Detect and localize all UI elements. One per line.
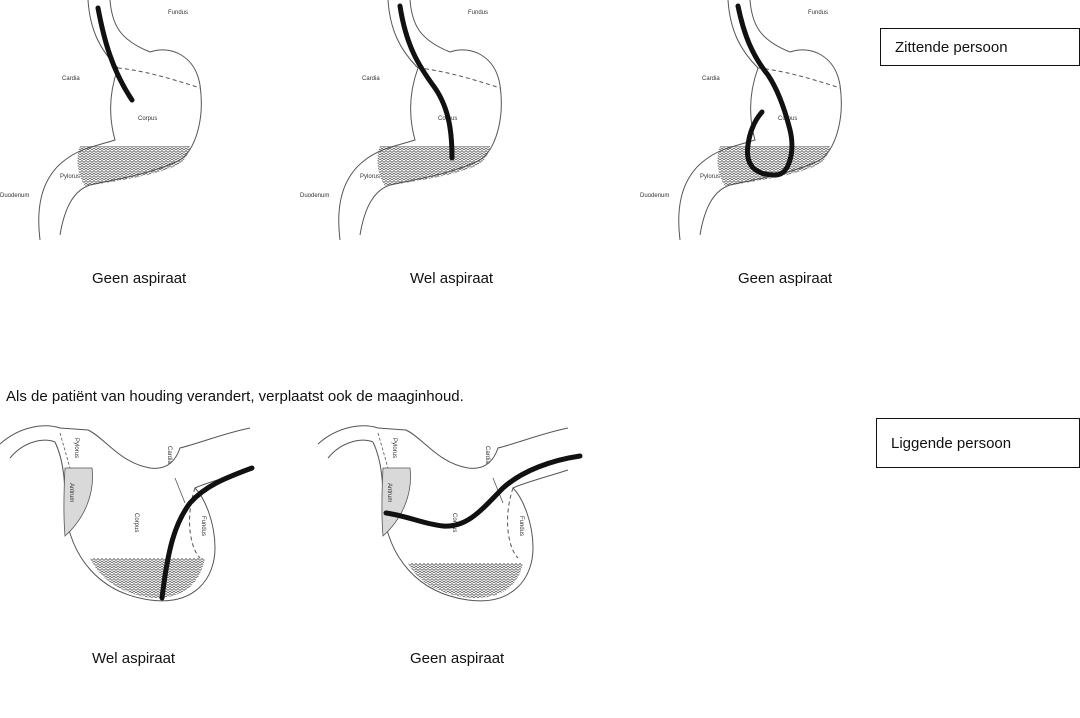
corpus-label: Corpus — [133, 513, 139, 532]
label-sitting-person: Zittende persoon — [880, 28, 1080, 66]
stomach-diagram-lying-2: Pylorus Antrum Cardia Corpus Fundus — [318, 408, 598, 618]
fundus-label: Fundus — [808, 10, 828, 16]
cardia-label: Cardia — [166, 446, 172, 464]
fundus-label: Fundus — [518, 516, 524, 536]
caption-lying-2: Geen aspiraat — [410, 650, 504, 667]
fundus-label: Fundus — [200, 516, 206, 536]
cardia-label: Cardia — [484, 446, 490, 464]
caption-sitting-3: Geen aspiraat — [738, 270, 832, 287]
antrum-label: Antrum — [386, 483, 392, 502]
pylorus-label: Pylorus — [360, 174, 380, 180]
stomach-diagram-sitting-3: Fundus Cardia Corpus Duodenum Pylorus — [640, 0, 870, 250]
cardia-label: Cardia — [62, 76, 80, 82]
corpus-label: Corpus — [138, 116, 157, 122]
pylorus-label: Pylorus — [73, 438, 79, 458]
stomach-diagram-sitting-2: Fundus Cardia Corpus Duodenum Pylorus — [300, 0, 530, 250]
caption-lying-1: Wel aspiraat — [92, 650, 175, 667]
pylorus-label: Pylorus — [700, 174, 720, 180]
antrum-label: Antrum — [68, 483, 74, 502]
caption-sitting-1: Geen aspiraat — [92, 270, 186, 287]
cardia-label: Cardia — [362, 76, 380, 82]
duodenum-label: Duodenum — [640, 193, 669, 199]
duodenum-label: Duodenum — [0, 193, 29, 199]
caption-sitting-2: Wel aspiraat — [410, 270, 493, 287]
label-lying-person: Liggende persoon — [876, 418, 1080, 468]
duodenum-label: Duodenum — [300, 193, 329, 199]
fundus-label: Fundus — [468, 10, 488, 16]
pylorus-label: Pylorus — [60, 174, 80, 180]
feeding-tube — [400, 6, 452, 158]
stomach-diagram-lying-1: Pylorus Antrum Cardia Corpus Fundus — [0, 408, 280, 618]
pylorus-label: Pylorus — [391, 438, 397, 458]
cardia-label: Cardia — [702, 76, 720, 82]
stomach-diagram-sitting-1: Fundus Cardia Corpus Duodenum Pylorus — [0, 0, 230, 250]
fundus-label: Fundus — [168, 10, 188, 16]
explanation-text: Als de patiënt van houding verandert, ve… — [6, 388, 464, 405]
